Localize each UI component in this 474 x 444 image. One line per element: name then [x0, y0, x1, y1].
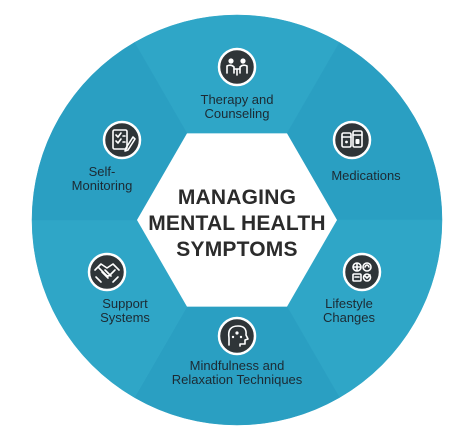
segment-3 [286, 219, 443, 398]
handshake-icon [87, 252, 127, 292]
checklist-icon [102, 120, 142, 160]
segment-3-label: Changes [323, 310, 376, 325]
segment-5-label: Support [102, 296, 148, 311]
segment-5-label: Systems [100, 310, 150, 325]
center-title-line: MENTAL HEALTH [148, 212, 326, 235]
labels-layer: Therapy andCounselingMedicationsLifestyl… [72, 92, 402, 387]
segment-1-label: Counseling [204, 106, 269, 121]
segment-6-label: Monitoring [72, 178, 133, 193]
medication-icon [332, 120, 372, 160]
icons-layer [87, 47, 382, 356]
center-title: MANAGING MENTAL HEALTH SYMPTOMS [148, 186, 326, 261]
segment-1-label: Therapy and [201, 92, 274, 107]
segment-6-label: Self- [89, 164, 116, 179]
segment-5 [31, 219, 188, 398]
center-hexagon [137, 133, 337, 307]
segment-3-label: Lifestyle [325, 296, 373, 311]
segment-4-label: Relaxation Techniques [172, 372, 303, 387]
segment-2-label: Medications [331, 168, 401, 183]
center-title-line: MANAGING [178, 186, 296, 209]
lifestyle-icon [342, 252, 382, 292]
segment-4-label: Mindfulness and [190, 358, 285, 373]
meditation-head-icon [217, 316, 257, 356]
center-title-line: SYMPTOMS [176, 238, 297, 261]
therapy-session-icon [217, 47, 257, 87]
segment-4 [134, 306, 340, 426]
